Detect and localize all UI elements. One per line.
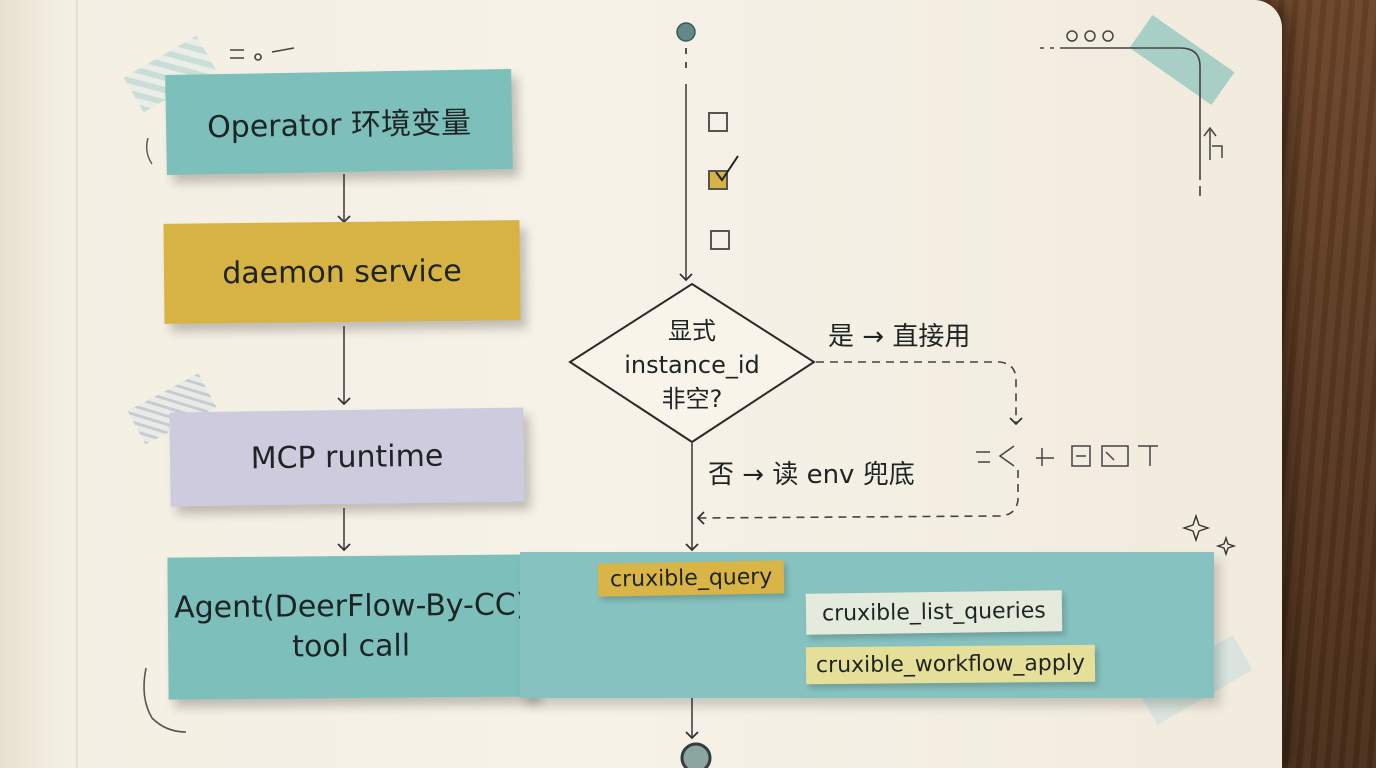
decision-text: 显式 instance_id 非空? [596,314,788,416]
tool-tag-query[interactable]: cruxible_query [597,560,785,597]
node-mcp-runtime: MCP runtime [169,407,525,507]
yes-branch-label: 是 → 直接用 [828,322,971,352]
node-mcp-label: MCP runtime [250,438,444,476]
node-daemon-service: daemon service [163,220,521,324]
decision-line3: 非空? [661,385,723,413]
node-agent-tool-call: Agent(DeerFlow-By-CC) tool call [167,554,535,700]
decision-line1: 显式 [668,317,716,345]
node-operator-env: Operator 环境变量 [165,68,513,176]
checkbox-icon[interactable] [708,170,728,190]
tool-tag-workflow-apply[interactable]: cruxible_workflow_apply [805,644,1096,685]
node-daemon-label: daemon service [222,253,462,291]
tool-tag-list-queries[interactable]: cruxible_list_queries [805,590,1063,635]
decision-line2: instance_id [624,351,760,379]
page-binding [76,0,78,768]
checkmark-icon [715,155,739,182]
no-branch-label: 否 → 读 env 兜底 [708,460,915,490]
node-operator-label: Operator 环境变量 [206,105,472,146]
checkbox-icon[interactable] [708,112,728,132]
checkbox-icon[interactable] [710,230,730,250]
node-agent-label: Agent(DeerFlow-By-CC) [174,587,528,626]
node-agent-sublabel: tool call [292,628,411,665]
